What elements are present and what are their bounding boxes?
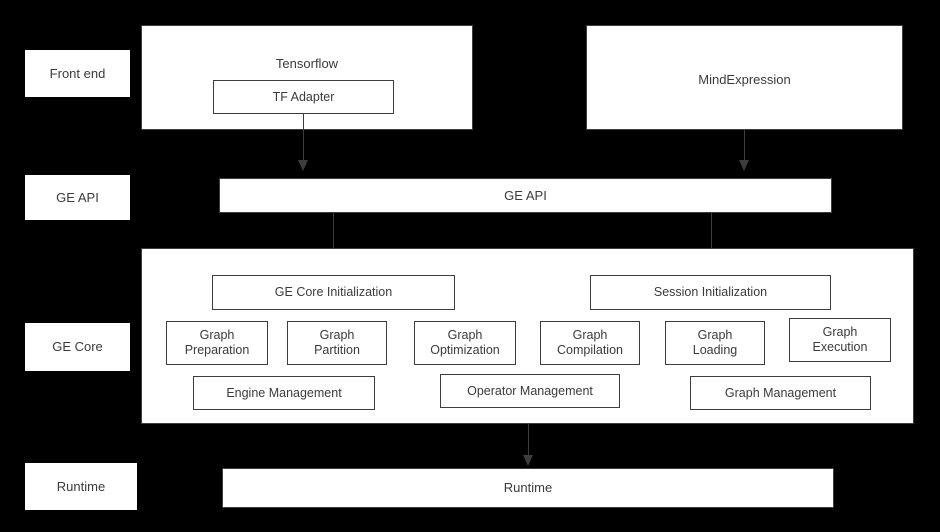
tensorflow-group: Tensorflow — [141, 25, 473, 130]
connector-gecore-to-runtime-line — [528, 424, 529, 459]
connector-geapi-to-gecoreinit-line — [333, 213, 334, 258]
connector-tfadapter-to-geapi-arrow — [298, 160, 308, 171]
ge-api-bar[interactable]: GE API — [219, 178, 832, 213]
connector-geapi-to-sessioninit-line — [711, 213, 712, 258]
connector-mindexpression-to-geapi-line — [744, 130, 745, 165]
graph-preparation-box[interactable]: Graph Preparation — [166, 321, 268, 365]
connector-mindexpression-to-geapi-arrow — [739, 160, 749, 171]
operator-management-box[interactable]: Operator Management — [440, 374, 620, 408]
graph-optimization-box[interactable]: Graph Optimization — [414, 321, 516, 365]
engine-management-box[interactable]: Engine Management — [193, 376, 375, 410]
graph-management-box[interactable]: Graph Management — [690, 376, 871, 410]
session-initialization-box[interactable]: Session Initialization — [590, 275, 831, 310]
mindexpression-title: MindExpression — [698, 72, 791, 87]
tf-adapter-box[interactable]: TF Adapter — [213, 80, 394, 114]
graph-execution-box[interactable]: Graph Execution — [789, 318, 891, 362]
runtime-bar[interactable]: Runtime — [222, 468, 834, 508]
graph-compilation-box[interactable]: Graph Compilation — [540, 321, 640, 365]
mindexpression-group: MindExpression — [586, 25, 903, 130]
graph-loading-box[interactable]: Graph Loading — [665, 321, 765, 365]
connector-tfadapter-to-geapi-line — [303, 114, 304, 164]
layer-label-ge-core: GE Core — [25, 323, 130, 371]
layer-label-ge-api: GE API — [25, 175, 130, 220]
tensorflow-title: Tensorflow — [275, 56, 339, 71]
ge-core-initialization-box[interactable]: GE Core Initialization — [212, 275, 455, 310]
graph-partition-box[interactable]: Graph Partition — [287, 321, 387, 365]
layer-label-front-end: Front end — [25, 50, 130, 97]
connector-gecore-to-runtime-arrow — [523, 455, 533, 466]
layer-label-runtime: Runtime — [25, 463, 137, 510]
